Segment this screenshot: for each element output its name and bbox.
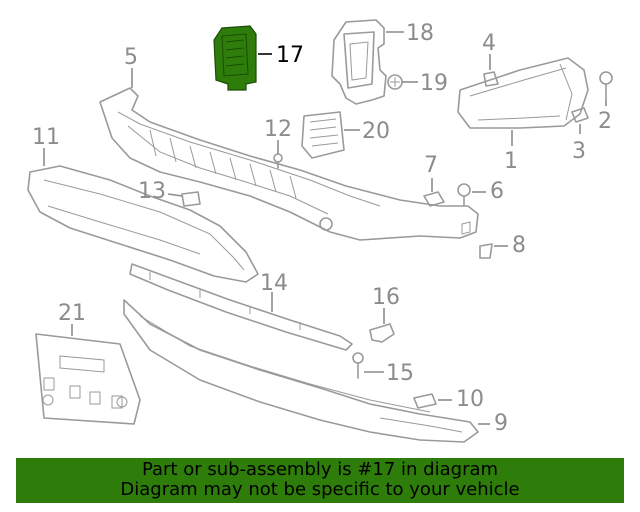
svg-text:12: 12	[264, 117, 292, 142]
svg-text:9: 9	[494, 411, 508, 436]
callout-14: 14	[260, 271, 288, 312]
part-16-bracket	[369, 323, 395, 343]
svg-text:8: 8	[512, 233, 526, 258]
part-15-bolt	[352, 352, 364, 379]
part-2-screw	[599, 71, 613, 101]
callout-21: 21	[58, 301, 86, 336]
part-8-clip	[479, 243, 493, 259]
svg-text:21: 21	[58, 301, 86, 326]
part-1-side-cover	[457, 57, 589, 129]
callout-4: 4	[482, 31, 496, 70]
part-6-bolt	[457, 183, 471, 207]
svg-text:13: 13	[138, 179, 166, 204]
svg-text:1: 1	[504, 149, 518, 174]
svg-text:14: 14	[260, 271, 288, 296]
callout-17: 17	[258, 43, 304, 68]
svg-text:11: 11	[32, 125, 60, 150]
svg-text:10: 10	[456, 387, 484, 412]
part-14-bar	[129, 263, 353, 351]
callout-16: 16	[372, 285, 400, 324]
callout-1: 1	[504, 130, 518, 174]
svg-text:16: 16	[372, 285, 400, 310]
part-12-screw	[273, 153, 283, 169]
svg-text:15: 15	[386, 361, 414, 386]
svg-text:17: 17	[276, 43, 304, 68]
svg-text:7: 7	[424, 153, 438, 178]
footer-banner: Part or sub-assembly is #17 in diagram D…	[16, 458, 624, 503]
callout-6: 6	[472, 179, 504, 204]
callout-12: 12	[264, 117, 292, 154]
part-9-skid	[123, 299, 479, 443]
callout-5: 5	[124, 45, 138, 88]
part-21-plate-bracket	[35, 333, 141, 425]
svg-text:5: 5	[124, 45, 138, 70]
part-20-insert	[301, 111, 345, 159]
callout-10: 10	[438, 387, 484, 412]
svg-text:2: 2	[598, 109, 612, 134]
part-3-clip	[571, 107, 589, 123]
callout-9: 9	[478, 411, 508, 436]
parts-diagram: 1 2 3 4 5 6 7 8 9 10 11 12	[27, 19, 613, 443]
svg-text:3: 3	[572, 139, 586, 164]
svg-text:6: 6	[490, 179, 504, 204]
callout-7: 7	[424, 153, 438, 192]
part-11-valance	[27, 165, 259, 283]
part-13-clip	[181, 191, 201, 207]
part-17-bracket[interactable]	[213, 25, 257, 91]
part-5-bumper-cover	[99, 87, 479, 241]
callout-11: 11	[32, 125, 60, 166]
footer-line-1: Part or sub-assembly is #17 in diagram	[141, 459, 499, 480]
footer-line-2: Diagram may not be specific to your vehi…	[120, 479, 520, 500]
callout-3: 3	[572, 124, 586, 164]
callout-13: 13	[138, 179, 183, 204]
callout-20: 20	[344, 119, 390, 144]
callout-15: 15	[364, 361, 414, 386]
part-4-plug	[483, 71, 499, 87]
svg-text:19: 19	[420, 71, 448, 96]
svg-text:18: 18	[406, 21, 434, 46]
part-19-clip	[387, 74, 403, 90]
callout-2: 2	[598, 100, 612, 134]
svg-text:4: 4	[482, 31, 496, 56]
part-10-nut	[413, 393, 437, 409]
callout-19: 19	[402, 71, 448, 96]
part-18-bracket	[331, 19, 387, 105]
part-7-nut	[423, 191, 445, 207]
callout-8: 8	[494, 233, 526, 258]
svg-text:20: 20	[362, 119, 390, 144]
callout-18: 18	[386, 21, 434, 46]
